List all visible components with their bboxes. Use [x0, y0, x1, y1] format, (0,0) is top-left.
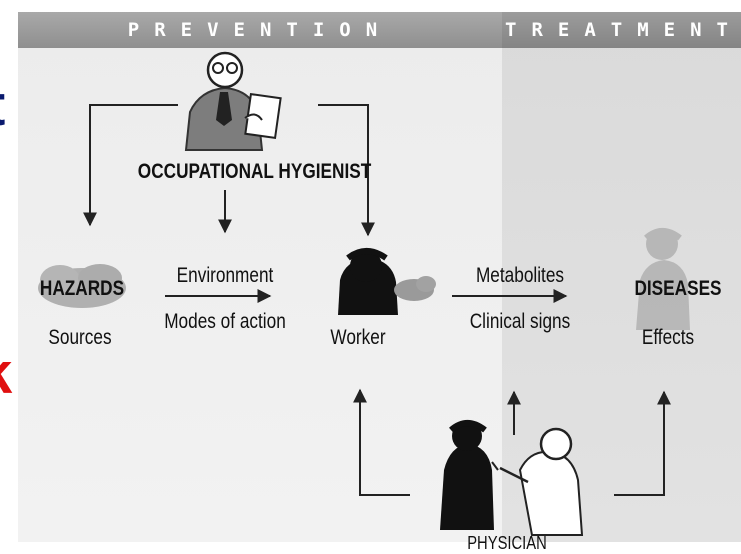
hygienist-figure-icon	[184, 51, 282, 151]
worker-figure-icon	[338, 248, 436, 315]
physician-figure-icon	[440, 420, 584, 536]
hazards-label: HAZARDS	[39, 277, 125, 300]
effects-label: Effects	[641, 326, 695, 349]
worker-label: Worker	[330, 326, 386, 349]
edge-char-k: k	[0, 340, 12, 407]
hygienist-arrows	[83, 104, 375, 237]
clinical-signs-label: Clinical signs	[469, 310, 571, 333]
environment-label: Environment	[176, 264, 274, 287]
metabolites-label: Metabolites	[475, 264, 565, 287]
treatment-label: TREATMENT	[505, 19, 741, 41]
physician-label: PHYSICIAN	[467, 533, 547, 553]
hazards-cloud-icon	[38, 264, 126, 308]
diseases-figure-icon	[636, 228, 690, 330]
treatment-band	[502, 12, 741, 48]
edge-char-t: t	[0, 72, 5, 139]
hygienist-label: OCCUPATIONAL HYGIENIST	[137, 160, 372, 183]
prevention-label: PREVENTION	[127, 19, 393, 41]
physician-arrows	[353, 388, 671, 496]
modes-label: Modes of action	[164, 310, 286, 333]
sources-label: Sources	[48, 326, 112, 349]
diseases-label: DISEASES	[634, 277, 722, 300]
prevention-band	[18, 12, 502, 48]
